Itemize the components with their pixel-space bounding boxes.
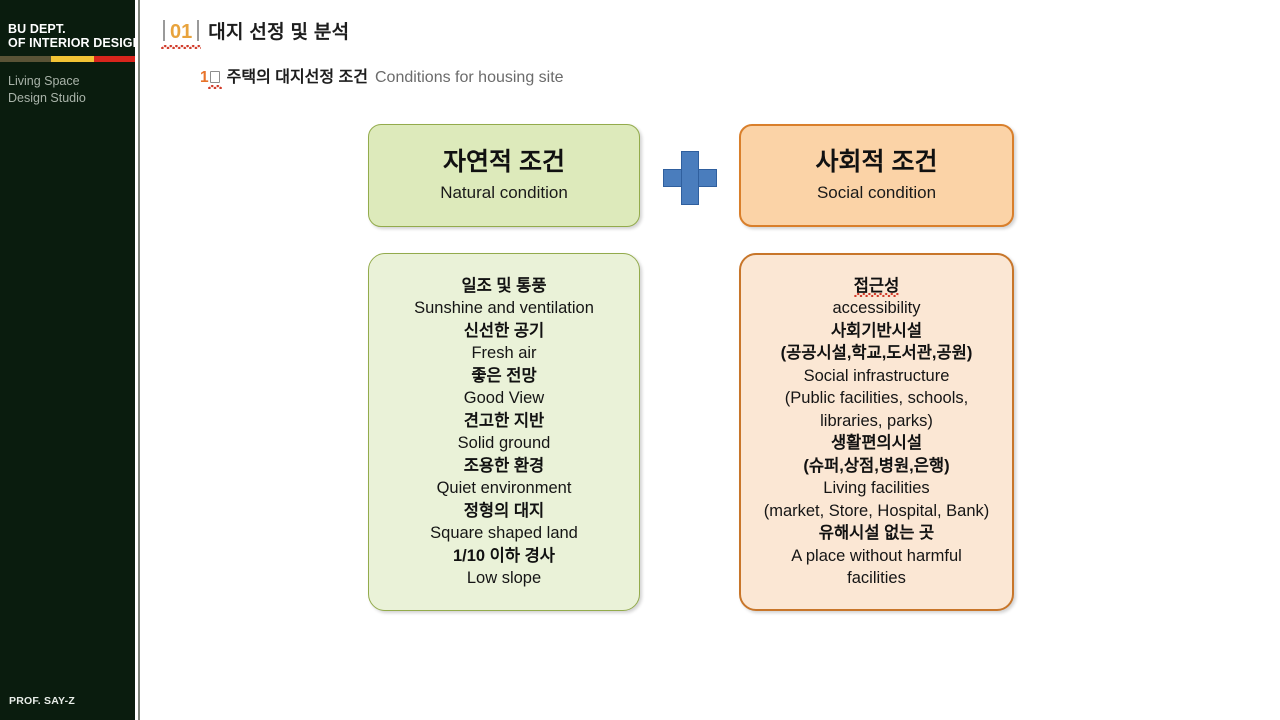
social-condition-row: libraries, parks)	[747, 410, 1006, 433]
social-condition-line: (슈퍼,상점,병원,은행)	[803, 456, 950, 475]
social-condition-line: 생활편의시설	[830, 434, 923, 452]
social-condition-line: 유해시설 없는 곳	[818, 524, 935, 542]
social-condition-line: libraries, parks)	[820, 411, 933, 430]
social-condition-row: Living facilities	[747, 477, 1006, 500]
color-bar-segment-1	[0, 56, 52, 62]
social-condition-row: 유해시설 없는 곳	[747, 522, 1006, 545]
natural-condition-line: Fresh air	[471, 344, 537, 362]
department-line-2: OF INTERIOR DESIGN	[8, 36, 142, 50]
subsection-heading: 1 주택의 대지선정 조건 Conditions for housing sit…	[200, 63, 564, 89]
natural-condition-row: Good View	[375, 387, 633, 410]
color-bar-segment-2	[51, 56, 95, 62]
social-condition-row: A place without harmful	[747, 545, 1006, 568]
social-condition-row: accessibility	[747, 297, 1006, 320]
plus-icon-center-fill	[682, 170, 698, 186]
natural-condition-row: Sunshine and ventilation	[375, 297, 633, 320]
title-tick-left-icon	[163, 20, 165, 41]
social-condition-line: facilities	[847, 569, 906, 587]
studio-name: Living Space Design Studio	[8, 73, 86, 107]
color-bar-segment-3	[94, 56, 135, 62]
natural-condition-row: Square shaped land	[375, 522, 633, 545]
natural-condition-row: 일조 및 통풍	[375, 275, 633, 298]
professor-credit: PROF. SAY-Z	[9, 695, 75, 707]
social-condition-row: 사회기반시설	[747, 320, 1006, 343]
natural-condition-header-box[interactable]: 자연적 조건 Natural condition	[368, 124, 640, 227]
social-condition-line: (공공시설,학교,도서관,공원)	[780, 344, 973, 362]
social-condition-line: (Public facilities, schools,	[784, 389, 969, 407]
natural-condition-line: 신선한 공기	[463, 321, 545, 340]
natural-condition-title-english: Natural condition	[440, 182, 568, 202]
social-condition-row: facilities	[747, 567, 1006, 590]
natural-condition-line: Square shaped land	[430, 524, 578, 542]
social-condition-row: 생활편의시설	[747, 432, 1006, 455]
natural-condition-line: 정형의 대지	[463, 501, 545, 520]
natural-condition-line: Low slope	[466, 569, 542, 587]
natural-condition-row: Quiet environment	[375, 477, 633, 500]
social-condition-title-korean: 사회적 조건	[815, 147, 938, 176]
natural-condition-line: Solid ground	[457, 434, 551, 452]
social-condition-row: (공공시설,학교,도서관,공원)	[747, 342, 1006, 365]
subsection-number: 1	[200, 69, 209, 86]
natural-condition-row: Fresh air	[375, 342, 633, 365]
natural-condition-line: Good View	[463, 389, 545, 407]
natural-condition-row: Low slope	[375, 567, 633, 590]
sidebar-divider	[138, 0, 140, 720]
social-condition-line: Social infrastructure	[803, 366, 950, 385]
page-title: 01 대지 선정 및 분석	[161, 17, 350, 49]
subsection-bullet	[207, 69, 222, 89]
natural-condition-line: 일조 및 통풍	[461, 276, 547, 295]
natural-condition-row: 1/10 이하 경사	[375, 545, 633, 568]
social-condition-title-english: Social condition	[816, 182, 937, 202]
social-condition-row: (슈퍼,상점,병원,은행)	[747, 455, 1006, 478]
natural-condition-title-korean: 자연적 조건	[443, 147, 565, 176]
natural-condition-list: 일조 및 통풍 Sunshine and ventilation 신선한 공기 Fre…	[369, 275, 639, 590]
natural-condition-line: 1/10 이하 경사	[452, 546, 555, 565]
natural-condition-line: Quiet environment	[436, 479, 572, 497]
natural-condition-row: 좋은 전망	[375, 365, 633, 388]
title-tick-right-icon	[197, 20, 200, 41]
page-title-text: 대지 선정 및 분석	[208, 22, 350, 43]
social-condition-row: Social infrastructure	[747, 365, 1006, 388]
natural-condition-line: 견고한 지반	[463, 411, 545, 430]
sidebar: BU DEPT. OF INTERIOR DESIGN Living Space…	[0, 0, 142, 720]
accent-color-bar	[0, 56, 135, 62]
spellcheck-squiggle-icon	[207, 85, 222, 89]
social-condition-line: (market, Store, Hospital, Bank)	[763, 501, 990, 520]
natural-condition-row: Solid ground	[375, 432, 633, 455]
social-condition-header-box[interactable]: 사회적 조건 Social condition	[739, 124, 1014, 227]
social-condition-line: 사회기반시설	[830, 321, 923, 340]
section-number: 01	[161, 21, 202, 49]
social-condition-line: 접근성	[853, 275, 899, 298]
social-condition-row: 접근성	[747, 275, 1006, 298]
natural-condition-row: 견고한 지반	[375, 410, 633, 433]
plus-icon	[663, 151, 717, 205]
department-name: BU DEPT. OF INTERIOR DESIGN	[8, 22, 142, 50]
social-condition-line: A place without harmful	[791, 546, 962, 565]
subsection-title-english: Conditions for housing site	[375, 69, 564, 86]
social-condition-line: accessibility	[832, 299, 921, 317]
studio-line-1: Living Space	[8, 74, 80, 88]
social-condition-row: (market, Store, Hospital, Bank)	[747, 500, 1006, 523]
department-line-1: BU DEPT.	[8, 22, 66, 36]
square-bullet-icon	[209, 71, 220, 83]
section-number-text: 01	[170, 21, 193, 43]
studio-line-2: Design Studio	[8, 91, 86, 105]
natural-condition-row: 조용한 환경	[375, 455, 633, 478]
spellcheck-squiggle-icon	[161, 45, 202, 49]
social-condition-row: (Public facilities, schools,	[747, 387, 1006, 410]
natural-condition-line: 조용한 환경	[463, 456, 545, 475]
natural-condition-line: 좋은 전망	[471, 366, 537, 385]
subsection-title-korean: 주택의 대지선정 조건	[226, 69, 368, 86]
natural-condition-body-box[interactable]: 일조 및 통풍 Sunshine and ventilation 신선한 공기 Fre…	[368, 253, 640, 611]
social-condition-line: Living facilities	[823, 479, 930, 497]
natural-condition-row: 정형의 대지	[375, 500, 633, 523]
natural-condition-line: Sunshine and ventilation	[414, 299, 594, 317]
natural-condition-row: 신선한 공기	[375, 320, 633, 343]
